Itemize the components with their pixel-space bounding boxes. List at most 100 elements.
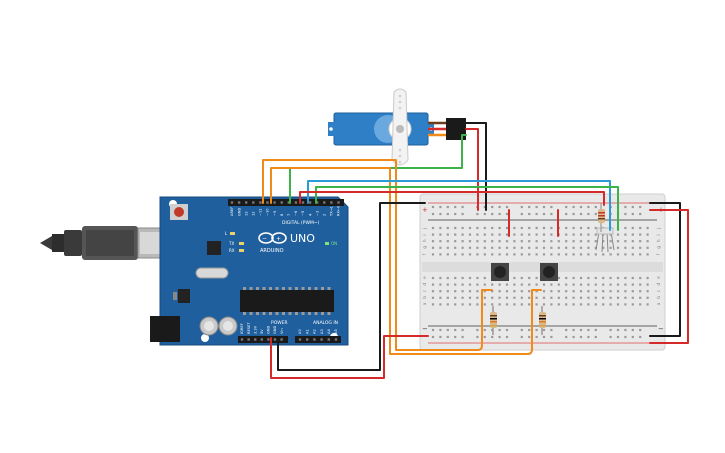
wire-5v-main [270, 335, 429, 379]
row-letter: g [657, 246, 662, 249]
analog-pin-label: A2 [313, 329, 317, 334]
power-pin-hole[interactable] [267, 338, 270, 341]
wire-rail-5v [649, 209, 689, 344]
power-pin-label: 3.3V [253, 325, 257, 334]
power-pin-label: Vin [280, 328, 284, 334]
analog-pin-label: A1 [305, 329, 309, 334]
power-pin-label: GND [267, 326, 271, 334]
digital-pin-hole[interactable] [252, 201, 255, 204]
push-button[interactable] [491, 263, 509, 281]
digital-label: DIGITAL (PWM~) [282, 220, 320, 226]
board-model: UNO [290, 232, 315, 245]
push-button[interactable] [540, 263, 558, 281]
row-letter: a [657, 302, 662, 305]
wire-servo-5v [465, 128, 479, 211]
resistor[interactable] [490, 306, 497, 335]
row-letter: g [423, 246, 428, 249]
digital-pin-label: ~6 [294, 210, 298, 216]
digital-pin-label: ~3 [315, 211, 319, 216]
digital-pin-hole[interactable] [294, 201, 298, 204]
row-letter: b [656, 296, 662, 299]
analog-pin-label: A0 [298, 329, 302, 334]
row-letter: j [656, 228, 662, 230]
svg-text:−: − [422, 325, 428, 333]
row-letter: a [423, 302, 428, 305]
digital-pin-hole[interactable] [237, 201, 241, 204]
status-leds: L TX RX [225, 231, 244, 253]
analog-label: ANALOG IN [313, 320, 338, 326]
row-letter: c [657, 289, 662, 292]
power-pin-hole[interactable] [273, 338, 277, 341]
analog-pin-label: A3 [320, 329, 324, 334]
digital-pin-label: 2 [323, 214, 327, 216]
wire-rgb-green [315, 186, 619, 231]
mounting-hole [201, 334, 209, 342]
board-brand: ARDUINO [260, 248, 284, 254]
row-letter: i [422, 234, 428, 235]
power-pin-hole[interactable] [254, 338, 257, 341]
wire-button-2 [270, 167, 542, 355]
resistor[interactable] [539, 306, 546, 335]
analog-pin-hole[interactable] [334, 338, 338, 341]
digital-header [228, 199, 344, 206]
digital-pin-hole[interactable] [280, 201, 283, 204]
svg-text:−: − [658, 325, 664, 333]
power-label: POWER [271, 320, 288, 326]
digital-pin-hole[interactable] [245, 201, 248, 204]
digital-pin-hole[interactable] [330, 201, 333, 204]
power-pin-hole[interactable] [240, 338, 244, 341]
analog-pin-hole[interactable] [298, 338, 302, 341]
power-pin-label: RESET [247, 322, 251, 334]
digital-pin-label: 4 [308, 213, 312, 216]
digital-pin-label: 7 [287, 214, 291, 216]
row-letter: e [657, 276, 662, 279]
servo-motor[interactable] [328, 88, 466, 166]
digital-pin-hole[interactable] [323, 201, 326, 204]
digital-pin-hole[interactable] [259, 201, 262, 204]
analog-pin-hole[interactable] [320, 338, 323, 341]
row-letter: e [423, 276, 428, 279]
reset-button-cap[interactable] [174, 207, 184, 217]
power-pin-hole[interactable] [280, 338, 283, 341]
digital-pin-hole[interactable] [316, 201, 319, 204]
analog-pin-hole[interactable] [327, 338, 330, 341]
row-letter: b [422, 296, 428, 299]
analog-header [295, 336, 341, 343]
servo-connector [446, 118, 466, 140]
digital-pin-label: ~5 [301, 211, 305, 216]
resistor[interactable] [598, 203, 605, 232]
digital-pin-label: ~9 [273, 210, 277, 216]
power-pin-label: GND [273, 326, 277, 334]
digital-pin-hole[interactable] [287, 201, 290, 204]
usb-cable[interactable] [40, 226, 173, 260]
digital-pin-label: RX←0 [337, 205, 341, 216]
wire-button-1 [262, 159, 493, 351]
wire-rail-gnd [649, 202, 681, 337]
digital-pin-hole[interactable] [230, 201, 234, 204]
power-jack [150, 316, 180, 342]
analog-pin-hole[interactable] [306, 338, 309, 341]
on-led [325, 242, 329, 245]
analog-pin-label: A5 [334, 329, 338, 334]
power-pin-label: 5V [260, 329, 264, 334]
digital-pin-label: 8 [280, 213, 284, 216]
row-letter: c [423, 289, 428, 292]
svg-text:+: + [422, 206, 428, 214]
svg-text:L: L [225, 231, 228, 236]
row-letter: f [656, 253, 662, 255]
digital-pin-hole[interactable] [301, 201, 305, 204]
row-letter: d [422, 283, 428, 286]
atmega-chip [240, 290, 334, 312]
analog-pin-hole[interactable] [313, 338, 316, 341]
digital-pin-hole[interactable] [308, 201, 312, 204]
power-pin-hole[interactable] [247, 338, 250, 341]
digital-pin-hole[interactable] [266, 201, 269, 204]
rgb-led[interactable] [595, 227, 615, 253]
digital-pin-hole[interactable] [273, 201, 276, 204]
digital-pin-label: 13 [244, 211, 248, 216]
digital-pin-hole[interactable] [337, 201, 340, 204]
wire-rgb-red [299, 191, 605, 206]
power-pin-hole[interactable] [260, 338, 263, 341]
analog-pin-label: A4 [327, 329, 331, 334]
